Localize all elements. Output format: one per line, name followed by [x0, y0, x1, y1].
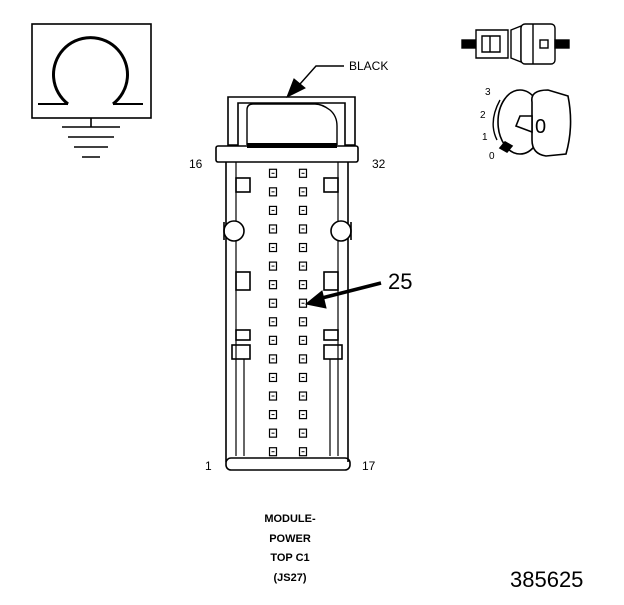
pin-cavities — [268, 168, 308, 457]
caption-line-1: MODULE- — [264, 513, 316, 525]
figure-id: 385625 — [510, 567, 584, 592]
caption-line-2: POWER — [269, 532, 311, 545]
caption-line-4: (JS27) — [273, 571, 307, 584]
callout-arrow — [304, 281, 382, 309]
ignition-position-0: 0 — [489, 151, 495, 162]
pin-label-16: 16 — [189, 157, 203, 171]
caption-line-3: TOP C1 — [270, 552, 310, 564]
connector-housing — [215, 96, 359, 471]
wire-color-leader — [286, 65, 344, 99]
pin-label-32: 32 — [372, 157, 386, 171]
inline-connector-icon — [461, 23, 570, 65]
ground-symbol-icon — [31, 23, 152, 158]
key-label: 0 — [535, 116, 547, 138]
ignition-position-3: 3 — [485, 87, 491, 98]
pin-label-17: 17 — [362, 459, 376, 473]
ignition-key-icon — [492, 89, 572, 157]
connector-caption: MODULE- POWER TOP C1 (JS27) — [230, 510, 350, 588]
wire-color-label: BLACK — [349, 59, 389, 73]
callout-pin-number: 25 — [388, 269, 413, 294]
ignition-position-1: 1 — [482, 132, 488, 143]
ignition-position-2: 2 — [480, 110, 486, 121]
pin-label-1: 1 — [205, 459, 212, 473]
